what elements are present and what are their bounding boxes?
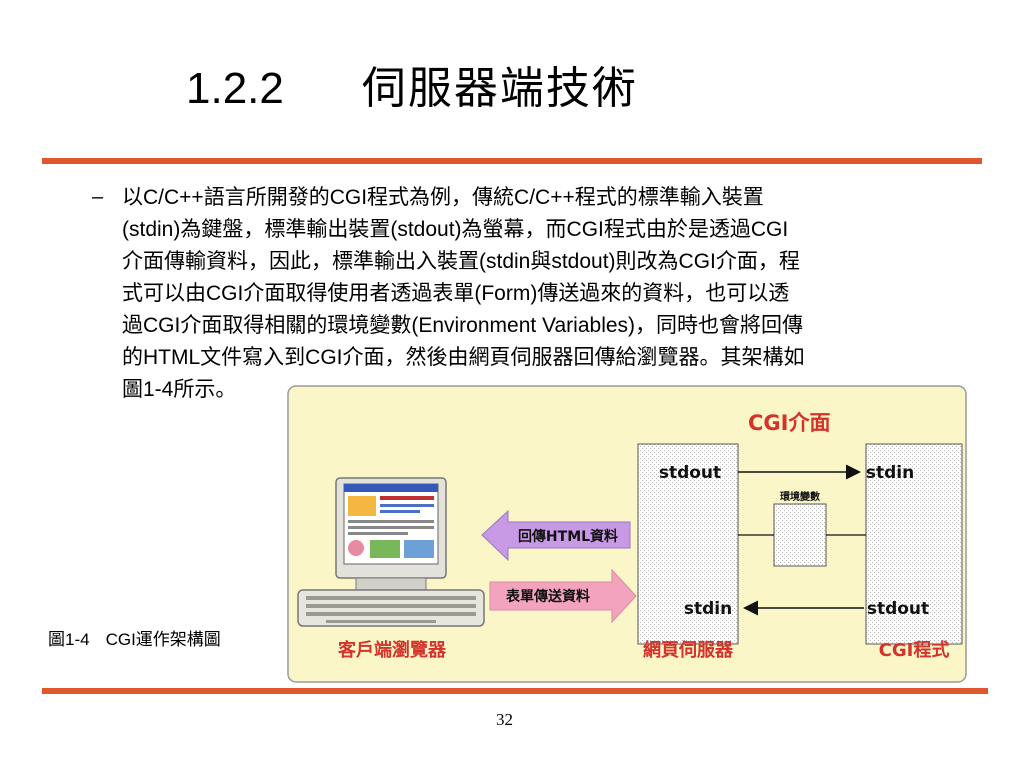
cgi-stdin-label: stdin: [866, 463, 914, 483]
body-line: 過CGI介面取得相關的環境變數(Environment Variables)，同…: [122, 314, 804, 337]
return-html-label: 回傳HTML資料: [518, 528, 618, 545]
top-divider: [42, 158, 982, 164]
cgi-program-label: CGI程式: [879, 639, 950, 661]
computer-icon: [297, 477, 485, 627]
title-text: 伺服器端技術: [361, 63, 638, 114]
env-vars-label: 環境變數: [780, 490, 820, 503]
cgi-architecture-diagram: CGI介面 stdout stdin stdin stdout 環境變數 回傳H…: [287, 385, 967, 683]
figure-caption: 圖1-4 CGI運作架構圖: [48, 625, 221, 650]
server-stdin-label: stdin: [684, 599, 732, 619]
client-browser-label: 客戶端瀏覽器: [338, 639, 447, 661]
cgi-program-box: [865, 443, 963, 645]
cgi-interface-label: CGI介面: [748, 411, 830, 435]
body-line: (stdin)為鍵盤，標準輸出裝置(stdout)為螢幕，而CGI程式由於是透過…: [122, 218, 789, 241]
body-paragraph: 以C/C++語言所開發的CGI程式為例，傳統C/C++程式的標準輸入裝置 (st…: [122, 182, 962, 406]
web-server-box: [637, 443, 739, 645]
page-number: 32: [496, 710, 513, 729]
web-server-label: 網頁伺服器: [643, 639, 734, 661]
body-line: 圖1-4所示。: [122, 378, 237, 401]
return-html-arrow: [481, 509, 631, 562]
bullet-dash: –: [92, 186, 104, 208]
cgi-stdout-label: stdout: [867, 599, 929, 619]
caption-label: 圖1-4: [48, 630, 90, 649]
form-send-label: 表單傳送資料: [505, 588, 590, 605]
server-stdout-label: stdout: [659, 463, 721, 483]
title-number: 1.2.2: [186, 64, 284, 113]
caption-title: CGI運作架構圖: [105, 630, 221, 649]
form-send-arrow: [489, 568, 637, 624]
body-line: 介面傳輸資料，因此，標準輸出入裝置(stdin與stdout)則改為CGI介面，…: [122, 250, 800, 273]
body-line: 以C/C++語言所開發的CGI程式為例，傳統C/C++程式的標準輸入裝置: [122, 186, 764, 209]
slide-title: 1.2.2 伺服器端技術: [186, 52, 638, 116]
bottom-divider: [42, 688, 988, 694]
body-line: 的HTML文件寫入到CGI介面，然後由網頁伺服器回傳給瀏覽器。其架構如: [122, 346, 805, 369]
body-line: 式可以由CGI介面取得使用者透過表單(Form)傳送過來的資料，也可以透: [122, 282, 790, 305]
env-vars-box: [773, 503, 827, 567]
